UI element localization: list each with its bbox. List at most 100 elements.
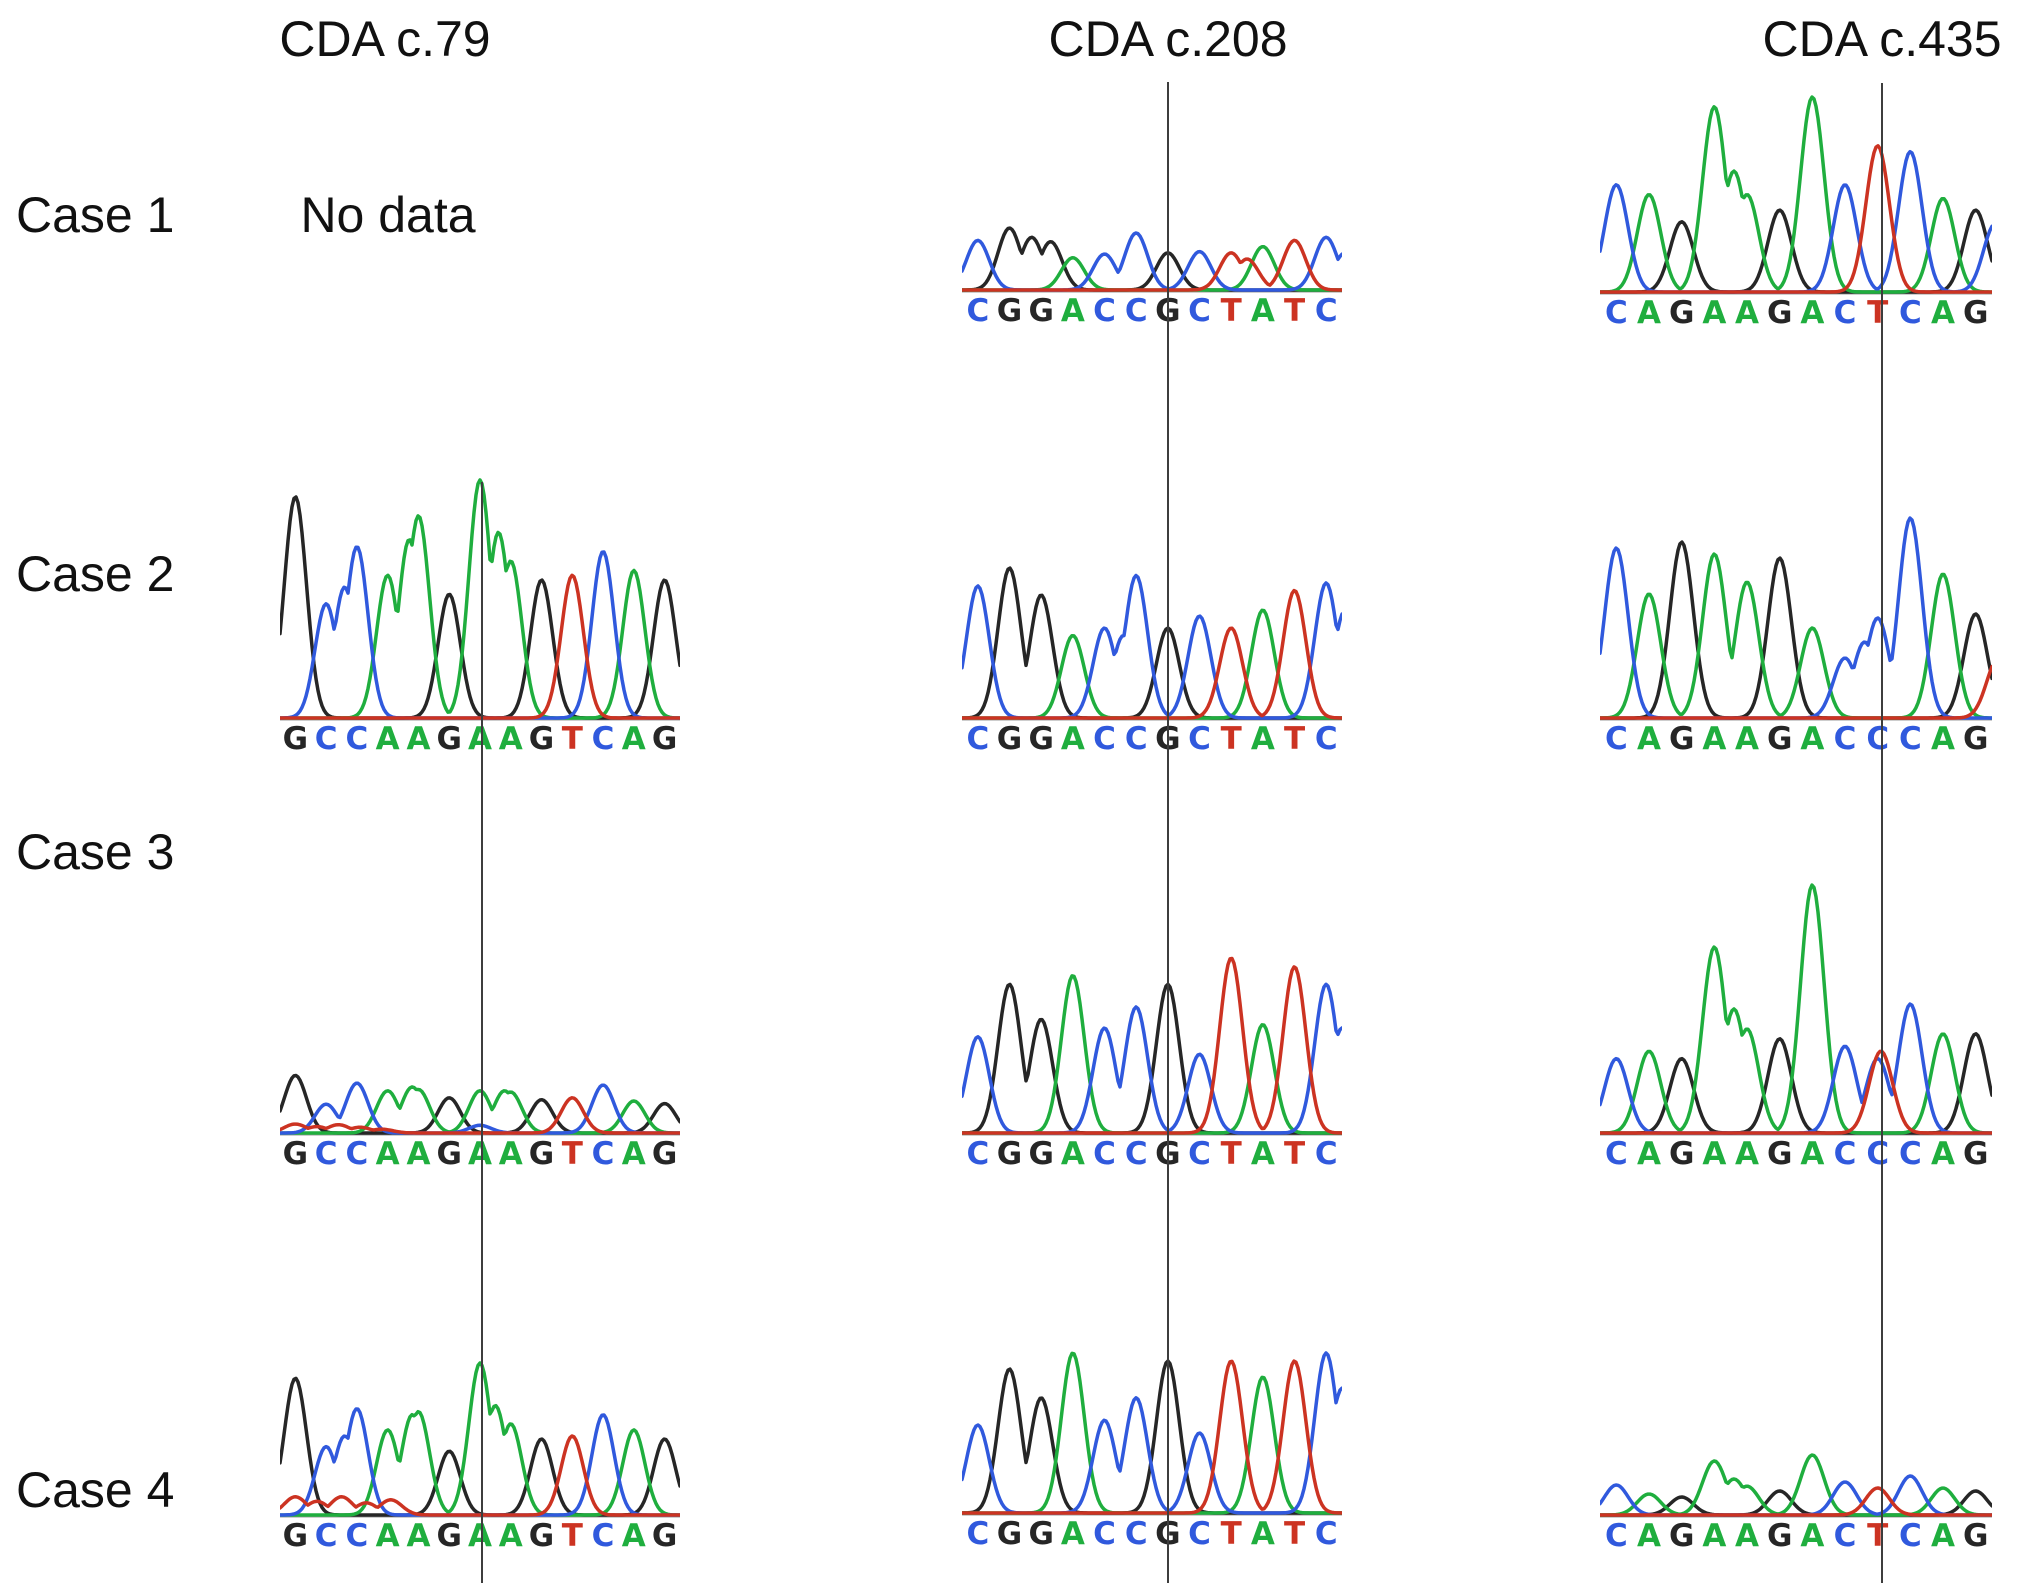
trace-T — [1600, 144, 1992, 294]
base-calls-case-1-cda-c-208: CGGACCGCTATC — [962, 294, 1342, 328]
base-letter-C: C — [1866, 1136, 1890, 1172]
base-letter-A: A — [1250, 1516, 1275, 1552]
row-label-case-3: Case 3 — [16, 824, 175, 880]
base-letter-A: A — [1735, 295, 1760, 331]
trace-C — [280, 1407, 680, 1517]
trace-T — [962, 1359, 1342, 1515]
chromatogram-case-2-cda-c-79 — [280, 478, 680, 721]
base-letter-G: G — [282, 1136, 309, 1172]
trace-A — [1600, 95, 1992, 294]
base-letter-A: A — [1702, 295, 1727, 331]
base-letter-G: G — [1028, 293, 1054, 329]
row-label-case-1: Case 1 — [16, 187, 175, 243]
trace-A — [1600, 883, 1992, 1135]
position-marker-line-3 — [1881, 83, 1883, 1583]
trace-T — [962, 588, 1342, 720]
chromatogram-case-1-cda-c-435 — [1600, 95, 1992, 295]
base-letter-C: C — [1093, 721, 1116, 757]
row-label-case-2: Case 2 — [16, 546, 175, 602]
base-letter-C: C — [966, 721, 990, 757]
base-letter-G: G — [282, 1518, 309, 1554]
trace-T — [962, 238, 1342, 292]
base-letter-A: A — [1931, 295, 1956, 331]
base-letter-G: G — [1668, 1136, 1695, 1172]
base-letter-G: G — [282, 721, 309, 757]
base-letter-A: A — [1800, 1136, 1825, 1172]
base-letter-C: C — [1314, 721, 1338, 757]
base-letter-A: A — [375, 1518, 400, 1554]
base-letter-C: C — [966, 1136, 990, 1172]
chromatogram-case-2-cda-c-208 — [962, 566, 1342, 721]
base-letter-C: C — [1093, 293, 1116, 329]
position-marker-line-1 — [481, 482, 483, 1583]
base-letter-G: G — [436, 721, 462, 757]
position-marker-line-2 — [1167, 82, 1169, 1583]
chromatogram-case-4-cda-c-79 — [280, 1361, 680, 1518]
base-letter-G: G — [1766, 1518, 1793, 1554]
trace-A — [1600, 552, 1992, 720]
trace-T — [280, 1096, 680, 1135]
chromatogram-case-1-cda-c-208 — [962, 226, 1342, 293]
trace-G — [280, 495, 680, 720]
base-letter-C: C — [345, 1136, 369, 1172]
trace-A — [962, 1351, 1342, 1515]
base-letter-T: T — [1220, 1516, 1242, 1552]
base-letter-C: C — [1314, 1136, 1338, 1172]
trace-A — [280, 1361, 680, 1517]
chromatogram-case-3-cda-c-435 — [1600, 883, 1992, 1136]
base-letter-A: A — [1060, 1516, 1085, 1552]
base-letter-T: T — [1220, 1136, 1242, 1172]
base-letter-A: A — [1250, 293, 1275, 329]
no-data-text: No data — [300, 187, 476, 243]
base-letter-A: A — [1637, 295, 1661, 331]
base-calls-case-3-cda-c-208: CGGACCGCTATC — [962, 1137, 1342, 1171]
base-letter-A: A — [1702, 721, 1727, 757]
base-letter-C: C — [591, 721, 615, 757]
base-letter-A: A — [498, 1518, 523, 1554]
base-letter-A: A — [467, 1136, 492, 1172]
base-letter-C: C — [1124, 293, 1148, 329]
base-letter-A: A — [1637, 721, 1661, 757]
base-letter-C: C — [1899, 1518, 1922, 1554]
column-header-cda-c435: CDA c.435 — [1762, 11, 2002, 67]
base-letter-G: G — [436, 1518, 462, 1554]
base-letter-G: G — [996, 293, 1023, 329]
base-calls-case-2-cda-c-208: CGGACCGCTATC — [962, 722, 1342, 756]
base-letter-G: G — [1668, 721, 1695, 757]
base-letter-G: G — [651, 1518, 678, 1554]
base-letter-C: C — [314, 721, 338, 757]
base-letter-G: G — [1028, 1516, 1054, 1552]
base-letter-T: T — [1283, 1516, 1306, 1552]
base-letter-A: A — [1250, 721, 1275, 757]
base-letter-C: C — [345, 721, 369, 757]
base-letter-A: A — [1735, 1518, 1760, 1554]
trace-A — [1600, 1453, 1992, 1517]
base-letter-G: G — [1963, 721, 1989, 757]
base-letter-C: C — [1314, 293, 1338, 329]
base-letter-T: T — [1867, 1518, 1889, 1554]
base-letter-C: C — [966, 1516, 990, 1552]
base-letter-G: G — [1668, 1518, 1695, 1554]
base-letter-A: A — [1250, 1136, 1275, 1172]
base-letter-A: A — [1931, 721, 1956, 757]
base-letter-C: C — [1093, 1136, 1116, 1172]
base-letter-C: C — [1833, 295, 1857, 331]
base-letter-T: T — [1283, 293, 1306, 329]
base-letter-A: A — [1637, 1518, 1661, 1554]
base-letter-G: G — [996, 1136, 1023, 1172]
base-letter-G: G — [436, 1136, 462, 1172]
base-letter-T: T — [1283, 721, 1306, 757]
column-header-cda-c208: CDA c.208 — [1048, 11, 1288, 67]
base-letter-A: A — [621, 721, 646, 757]
trace-T — [280, 1434, 680, 1517]
trace-C — [280, 1081, 680, 1135]
base-letter-C: C — [1833, 1136, 1857, 1172]
base-letter-G: G — [1963, 1518, 1989, 1554]
base-letter-C: C — [1833, 721, 1857, 757]
base-letter-C: C — [591, 1518, 615, 1554]
base-letter-C: C — [1866, 721, 1890, 757]
base-letter-C: C — [314, 1136, 338, 1172]
